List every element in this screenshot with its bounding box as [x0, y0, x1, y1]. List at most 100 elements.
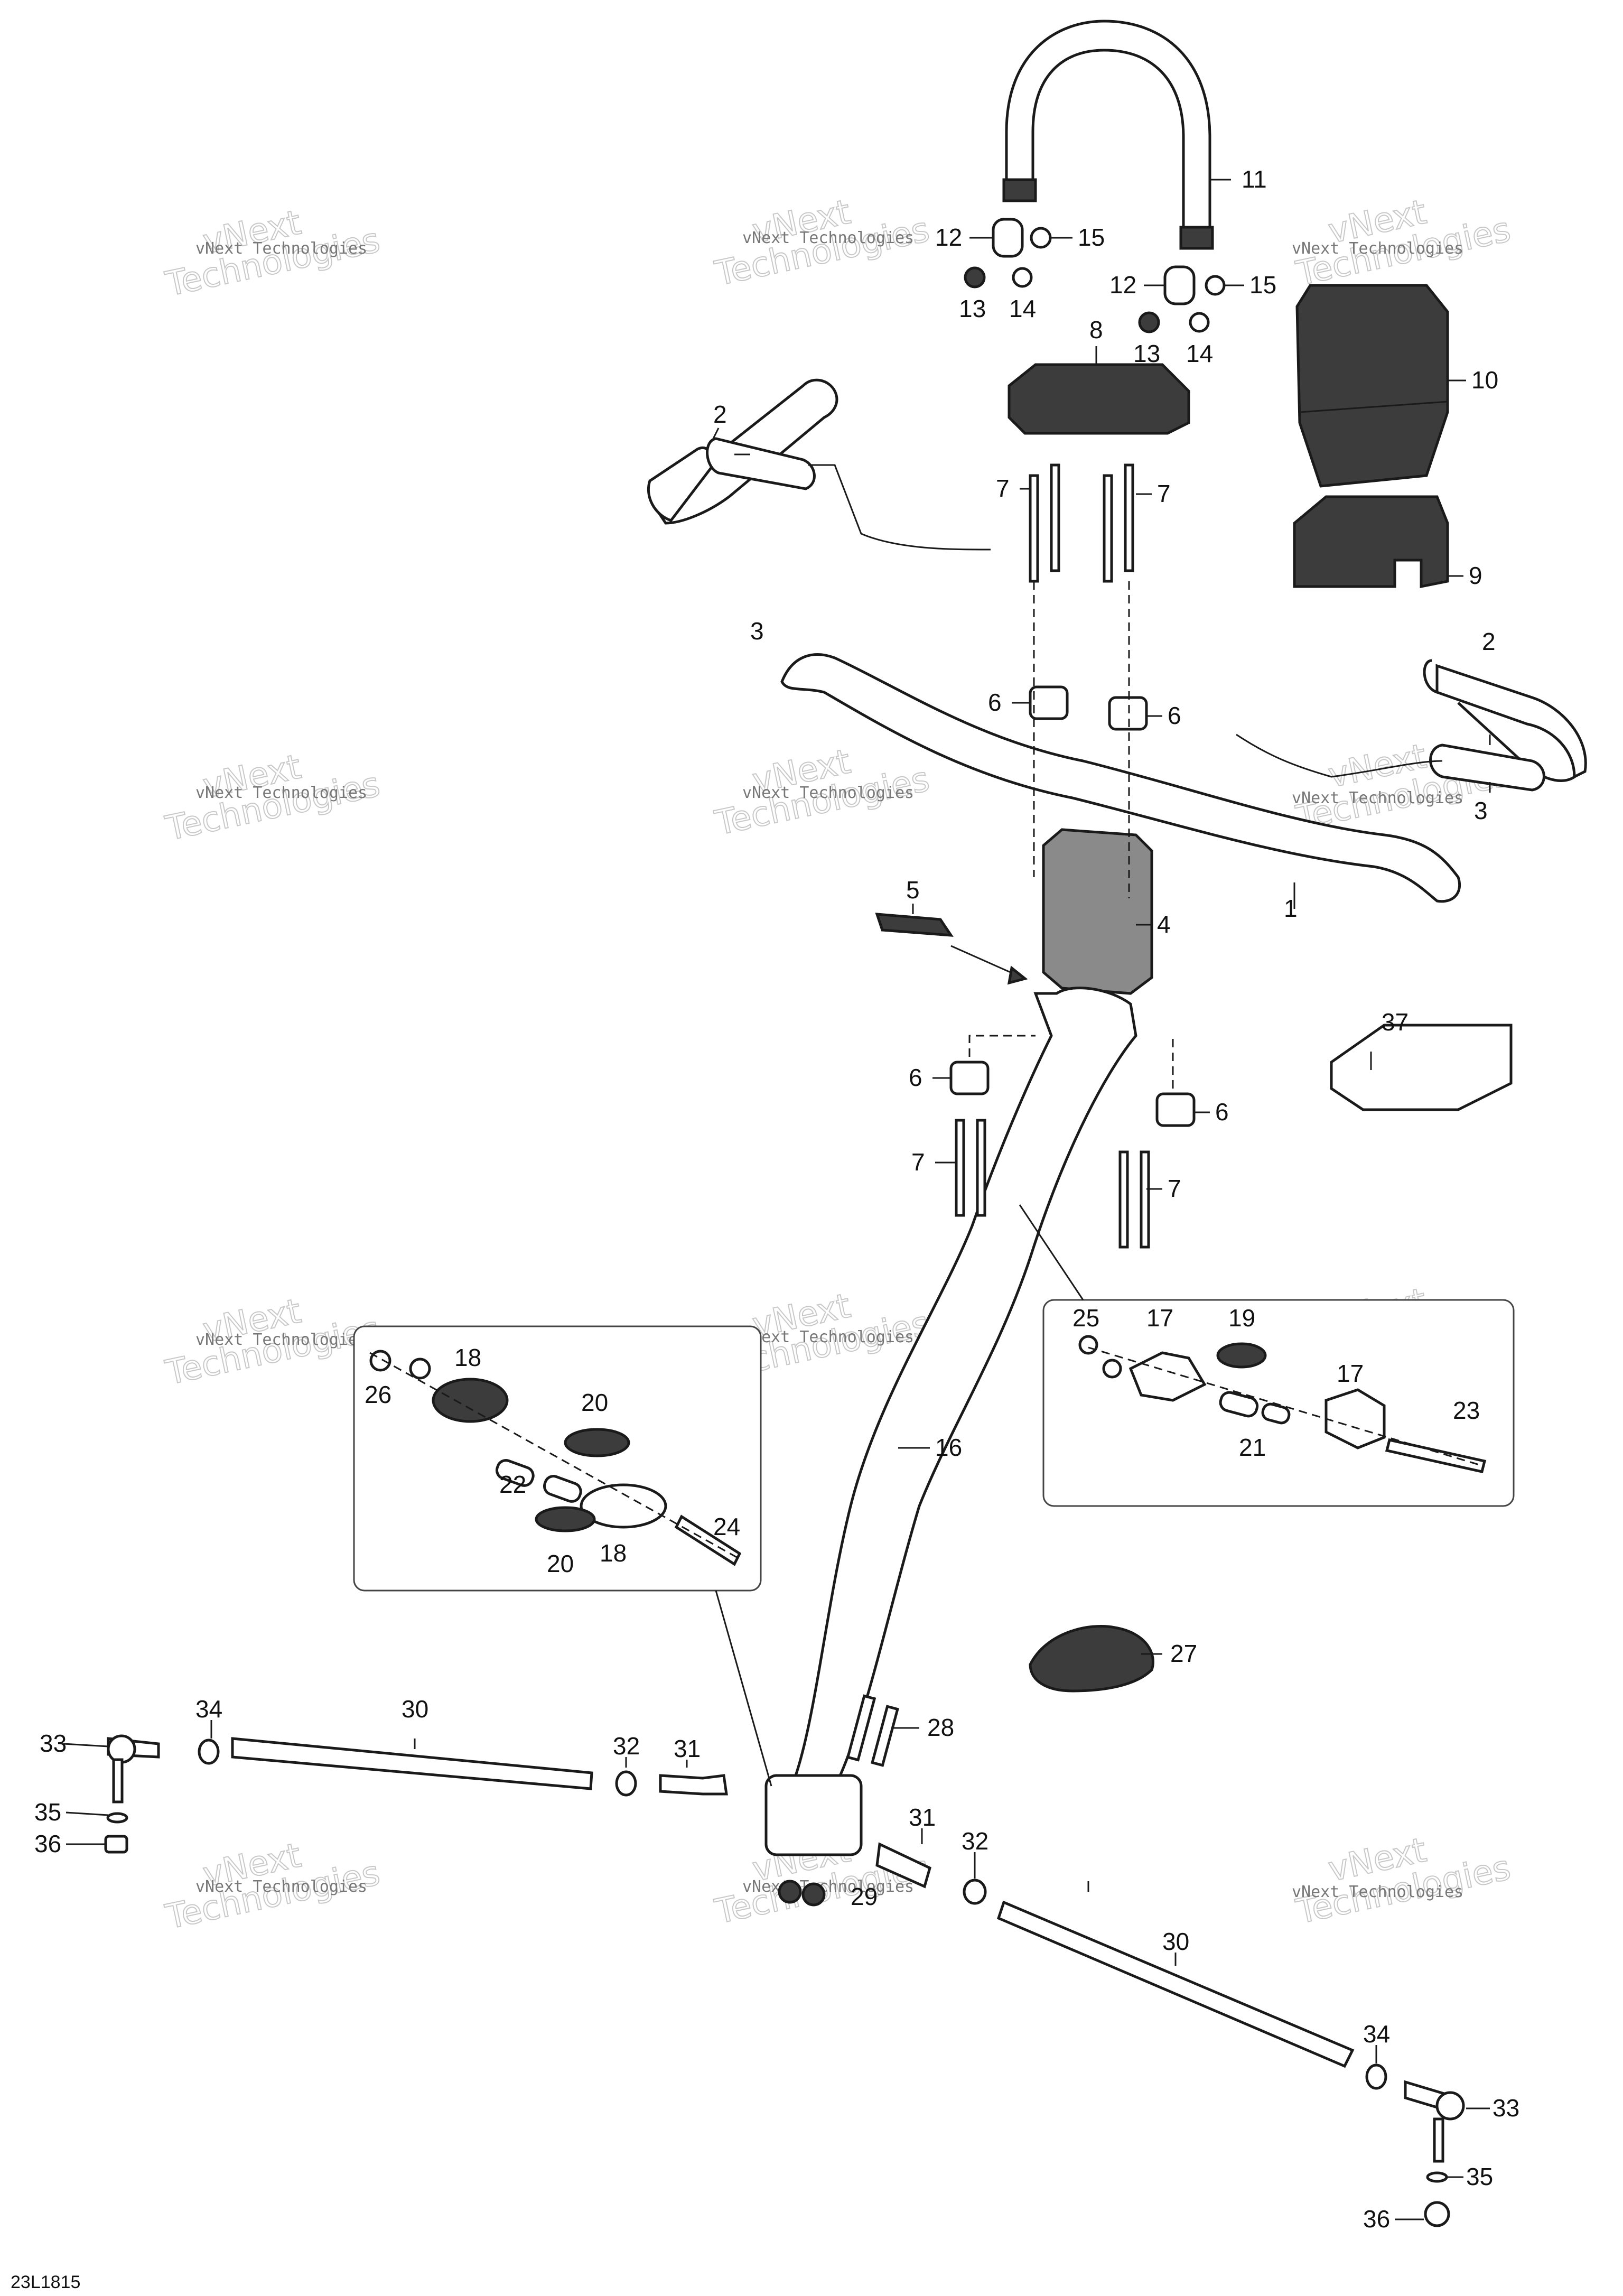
callout-35: 35 [34, 1798, 61, 1826]
cover-cap-part [1008, 363, 1190, 435]
watermark-small: vNext Technologies [742, 784, 914, 802]
watermark: vNext Technologies vNext Technologies [711, 741, 934, 843]
watermark: vNext Technologies vNext Technologies [162, 1291, 384, 1393]
callout-21: 21 [1239, 1434, 1266, 1461]
cover-housing-detail [1299, 401, 1448, 413]
watermark-small: vNext Technologies [195, 239, 367, 258]
bolt-part [955, 1119, 965, 1217]
washer-part [106, 1812, 128, 1824]
assembly-line [968, 1035, 1036, 1057]
throttle-cable [808, 464, 991, 551]
callout-15: 15 [1078, 224, 1105, 251]
clamp-cap-part [1155, 1092, 1196, 1127]
tie-rod-end-part [659, 1774, 728, 1796]
callout-6: 6 [909, 1064, 922, 1091]
callouts: 11 12 15 13 14 12 15 13 14 10 8 9 2 3 7 … [34, 165, 1519, 2233]
nut-part [801, 1882, 826, 1907]
callout-25: 25 [1072, 1304, 1099, 1332]
bolt-part [1050, 463, 1060, 572]
watermark-small: vNext Technologies [1292, 239, 1463, 258]
watermark-small: vNext Technologies [742, 229, 914, 247]
callout-22: 22 [499, 1471, 526, 1498]
sleeve-part [495, 1459, 535, 1487]
callout-28: 28 [927, 1714, 954, 1741]
bolt-part [1118, 1150, 1129, 1249]
bolt-part [964, 266, 986, 289]
bushing-part [1216, 1342, 1267, 1369]
callout-3: 3 [1474, 797, 1488, 824]
grip-part [1435, 664, 1587, 779]
tie-rod-part [231, 1737, 593, 1790]
washer-part [1102, 1359, 1122, 1379]
clamp-cap-part [949, 1061, 990, 1095]
callout-19: 19 [1228, 1304, 1255, 1332]
cover-housing-part [1295, 284, 1449, 488]
bolt-part [1103, 474, 1113, 583]
nut-part [1078, 1335, 1098, 1355]
nut-part [778, 1880, 802, 1904]
clamp-half-part [1128, 1351, 1207, 1402]
jam-nut-part [198, 1739, 220, 1765]
stud-part [1433, 2117, 1444, 2163]
callout-34: 34 [195, 1695, 222, 1723]
callout-14: 14 [1186, 340, 1213, 367]
callout-2: 2 [713, 401, 727, 428]
insert-arrowhead [1007, 965, 1028, 985]
sleeve-part [1219, 1391, 1259, 1418]
bolt-part [846, 1694, 876, 1762]
callout-12: 12 [935, 224, 962, 251]
tie-rod-part [996, 1900, 1355, 2068]
watermark-small: vNext Technologies [742, 1328, 914, 1346]
strip-part [875, 913, 954, 937]
stud-part [112, 1758, 124, 1804]
callout-13: 13 [1133, 340, 1160, 367]
watermark-small: vNext Technologies [195, 1331, 367, 1349]
callout-18: 18 [454, 1344, 481, 1371]
bolt-part [1029, 474, 1039, 583]
bolt-part [871, 1705, 899, 1767]
callout-26: 26 [365, 1381, 391, 1408]
callout-10: 10 [1471, 366, 1498, 394]
nut-part [1012, 267, 1033, 288]
callout-23: 23 [1453, 1397, 1480, 1424]
callout-7: 7 [996, 475, 1010, 502]
washer-part [1205, 275, 1226, 296]
nut-part [1189, 312, 1210, 333]
clamp-cap-part [1108, 696, 1148, 731]
callout-7: 7 [911, 1148, 925, 1176]
bolt-part [1138, 311, 1160, 333]
callout-5: 5 [906, 876, 920, 904]
steering-column-base [764, 1774, 863, 1856]
callout-8: 8 [1089, 316, 1103, 343]
watermark: vNext Technologies vNext Technologies [1292, 192, 1514, 294]
tie-rod-end-part [875, 1842, 931, 1889]
inset-leader [1019, 1204, 1084, 1300]
clamp-part [1163, 265, 1196, 305]
clamp-half-part [1324, 1388, 1386, 1449]
bolt-part [1124, 463, 1134, 572]
callout-2: 2 [1482, 628, 1496, 655]
callout-18: 18 [600, 1539, 627, 1567]
nut-part [1424, 2201, 1450, 2227]
watermark: vNext Technologies vNext Technologies [1292, 1830, 1514, 1932]
callout-6: 6 [1215, 1098, 1229, 1126]
tie-rod-ball-part [1435, 2091, 1465, 2121]
callout-1: 1 [1284, 895, 1298, 922]
callout-33: 33 [40, 1730, 67, 1757]
throttle-part [1429, 743, 1545, 792]
washer-part [409, 1358, 431, 1380]
sleeve-part [1261, 1402, 1291, 1425]
watermark-small: vNext Technologies [195, 784, 367, 802]
callout-17: 17 [1337, 1360, 1364, 1387]
bolt-part [1140, 1150, 1150, 1249]
callout-32: 32 [962, 1827, 988, 1855]
callout-32: 32 [613, 1732, 640, 1760]
assembly-line [369, 1352, 740, 1560]
drawing-code: 23L1815 [11, 2272, 80, 2292]
callout-35: 35 [1466, 2163, 1493, 2190]
nut-part [369, 1350, 391, 1372]
callout-7: 7 [1157, 480, 1171, 507]
handle-loop-cap [1002, 178, 1037, 202]
watermark: vNext Technologies vNext Technologies [162, 202, 384, 304]
